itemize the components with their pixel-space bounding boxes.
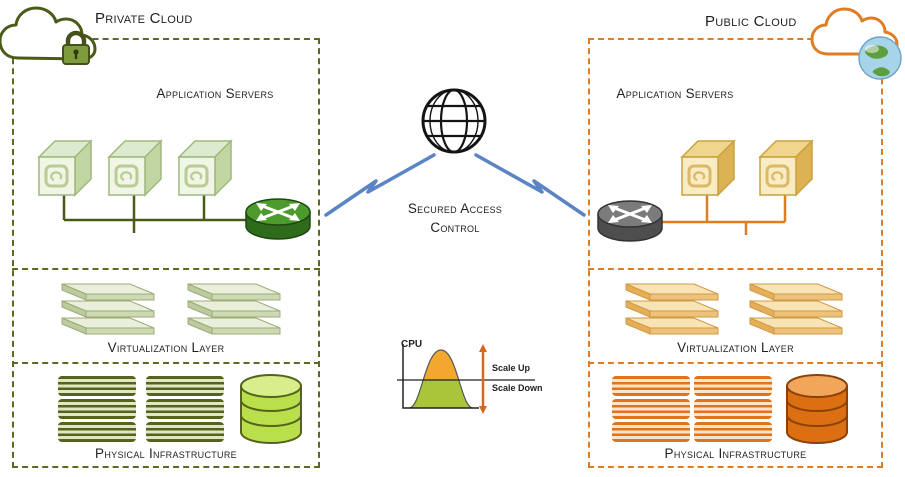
virtualization-stack-icon (61, 283, 155, 335)
private-physical-label: Physical Infrastructure (95, 446, 237, 461)
server-rack-icon (612, 399, 690, 419)
secured-access-line2: Control (430, 220, 480, 235)
server-rack-icon (612, 376, 690, 396)
server-rack-icon (146, 422, 224, 442)
private-divider-virtualization-physical (12, 362, 320, 364)
public-cloud-icon (810, 7, 902, 80)
app-server-cube-icon (177, 139, 233, 197)
public-virtualization-label: Virtualization Layer (677, 340, 794, 355)
earth-globe-icon (858, 36, 902, 80)
server-rack-icon (694, 376, 772, 396)
server-rack-icon (146, 376, 224, 396)
padlock-icon (62, 30, 90, 65)
server-rack-icon (146, 399, 224, 419)
public-divider-virtualization-physical (588, 362, 883, 364)
database-icon (786, 374, 848, 444)
private-network-connector (62, 195, 252, 233)
secured-access-label: Secured Access Control (375, 199, 535, 237)
internet-globe-icon (421, 88, 487, 154)
public-network-connector (662, 195, 787, 235)
secured-access-line1: Secured Access (407, 201, 503, 216)
public-divider-app-virtualization (588, 268, 883, 270)
private-cloud-title: Private Cloud (95, 10, 193, 27)
cpu-scaling-chart (397, 344, 535, 414)
virtualization-stack-icon (625, 283, 719, 335)
server-rack-icon (694, 422, 772, 442)
public-cloud-title: Public Cloud (705, 13, 797, 30)
private-cloud-icon (0, 6, 97, 65)
virtualization-stack-icon (749, 283, 843, 335)
server-rack-icon (612, 422, 690, 442)
app-server-cube-icon (680, 139, 736, 197)
private-app-servers-label: Application Servers (156, 86, 274, 101)
router-icon (245, 198, 311, 240)
server-rack-icon (694, 399, 772, 419)
private-cloud-boundary (12, 38, 320, 468)
server-rack-icon (58, 376, 136, 396)
scale-up-label: Scale Up (492, 363, 531, 373)
private-divider-app-virtualization (12, 268, 320, 270)
virtualization-stack-icon (187, 283, 281, 335)
cpu-chart-title: CPU (401, 339, 423, 350)
public-physical-label: Physical Infrastructure (664, 446, 807, 461)
server-rack-icon (58, 399, 136, 419)
private-virtualization-label: Virtualization Layer (107, 340, 225, 355)
database-icon (240, 374, 302, 444)
network-bolt-icon (324, 153, 586, 217)
public-app-servers-label: Application Servers (616, 86, 734, 101)
scale-down-label: Scale Down (492, 383, 543, 393)
public-cloud-boundary (588, 38, 883, 468)
app-server-cube-icon (107, 139, 163, 197)
router-icon (597, 200, 663, 242)
app-server-cube-icon (37, 139, 93, 197)
app-server-cube-icon (758, 139, 814, 197)
server-rack-icon (58, 422, 136, 442)
